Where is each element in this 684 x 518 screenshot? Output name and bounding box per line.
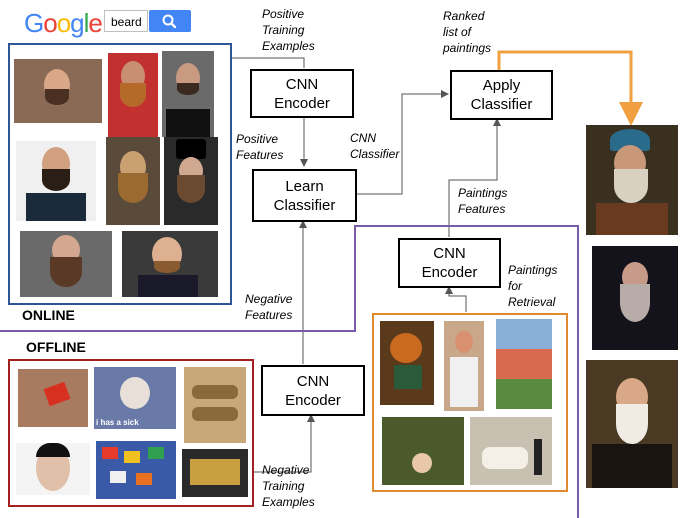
online-region-frame: [0, 225, 579, 518]
logo-letter-5: l: [83, 8, 90, 38]
arrow-negative-examples: [252, 414, 315, 473]
label-positive-training-2: Training: [262, 23, 305, 37]
label-negative-training-2: Training: [262, 479, 305, 493]
arrow-positive-examples: [230, 57, 305, 68]
negative-photo-2: i has a sick: [94, 367, 176, 429]
negative-examples-frame: i has a sick: [8, 359, 254, 507]
label-positive-features-2: Features: [236, 148, 284, 162]
label-cnn-classifier-1: CNN: [350, 131, 376, 145]
positive-photo-6: [164, 137, 218, 225]
negative-photo-5: [96, 441, 176, 499]
arrow-paintings-retrieval: [445, 286, 467, 312]
retrieval-painting-3: [496, 319, 552, 409]
logo-letter-1: G: [24, 8, 44, 38]
label-paintings-retrieval: Paintings for Retrieval: [508, 262, 557, 310]
positive-photo-1: [14, 59, 102, 123]
negative-photo-3: [184, 367, 246, 443]
learn-classifier-line2: Classifier: [273, 196, 336, 214]
positive-photo-7: [20, 231, 112, 297]
label-paintings-retrieval-3: Retrieval: [508, 295, 556, 309]
positive-photo-5: [106, 137, 160, 225]
thumbnail-caption: i has a sick: [96, 418, 139, 427]
label-ranked-list-1: Ranked: [443, 9, 485, 23]
label-positive-training: Positive Training Examples: [262, 6, 315, 54]
retrieval-painting-5: [470, 417, 552, 485]
label-paintings-features-1: Paintings: [458, 186, 508, 200]
learn-classifier-line1: Learn: [285, 177, 324, 195]
search-button[interactable]: [149, 10, 191, 32]
cnn-encoder-right-line1: CNN: [433, 245, 466, 262]
label-negative-training-1: Negative: [262, 463, 310, 477]
negative-photo-6: [182, 449, 248, 497]
label-negative-training: Negative Training Examples: [262, 462, 315, 510]
arrow-ranked-output: [497, 50, 643, 126]
label-ranked-list-2: list of: [443, 25, 472, 39]
positive-photo-3: [162, 51, 214, 137]
ranked-painting-3: [586, 360, 678, 488]
logo-letter-2: o: [43, 8, 58, 38]
google-logo: Google: [24, 8, 103, 39]
negative-photo-1: [18, 369, 88, 427]
arrow-cnn-classifier: [356, 90, 449, 195]
label-positive-training-1: Positive: [262, 7, 305, 21]
label-ranked-list-3: paintings: [443, 41, 492, 55]
label-paintings-features-2: Features: [458, 202, 506, 216]
cnn-encoder-top-line2: Encoder: [274, 94, 330, 112]
positive-examples-frame: [8, 43, 232, 305]
search-icon: [162, 14, 177, 29]
label-positive-training-3: Examples: [262, 39, 315, 53]
positive-photo-8: [122, 231, 218, 297]
label-negative-features: Negative Features: [245, 291, 292, 323]
retrieval-painting-1: [380, 321, 434, 405]
apply-classifier-line2: Classifier: [470, 96, 533, 113]
label-paintings-features: Paintings Features: [458, 185, 507, 217]
label-negative-features-1: Negative: [245, 292, 293, 306]
positive-photo-2: [108, 53, 158, 137]
label-paintings-retrieval-2: for: [508, 279, 523, 293]
label-paintings-retrieval-1: Paintings: [508, 263, 558, 277]
search-query: beard: [111, 15, 142, 29]
online-section-label: ONLINE: [22, 307, 75, 323]
label-positive-features: Positive Features: [236, 131, 283, 163]
search-input[interactable]: beard: [104, 10, 148, 32]
offline-section-label: OFFLINE: [26, 339, 86, 355]
ranked-painting-2: [592, 246, 678, 350]
retrieval-painting-4: [382, 417, 464, 485]
retrieval-painting-2: [444, 321, 484, 411]
logo-letter-3: o: [56, 8, 72, 38]
label-cnn-classifier: CNN Classifier: [350, 130, 399, 162]
label-negative-features-2: Features: [245, 308, 293, 322]
label-negative-training-3: Examples: [262, 495, 315, 509]
cnn-encoder-bottom-line1: CNN: [296, 372, 330, 390]
apply-classifier-line1: Apply: [482, 77, 521, 94]
cnn-encoder-right: CNN Encoder: [398, 238, 501, 288]
cnn-encoder-bottom-line2: Encoder: [285, 391, 341, 409]
ranked-painting-1: [586, 125, 678, 235]
cnn-encoder-top-line1: CNN: [285, 75, 319, 93]
logo-letter-4: g: [70, 8, 85, 38]
retrieval-paintings-frame: [372, 313, 568, 492]
positive-photo-4: [16, 141, 96, 221]
negative-photo-4: [16, 443, 90, 495]
label-positive-features-1: Positive: [236, 132, 279, 146]
logo-letter-6: e: [88, 8, 103, 38]
label-cnn-classifier-2: Classifier: [350, 147, 400, 161]
cnn-encoder-right-line2: Encoder: [421, 264, 478, 281]
label-ranked-list: Ranked list of paintings: [443, 8, 491, 56]
arrow-paintings-features: [448, 118, 501, 237]
